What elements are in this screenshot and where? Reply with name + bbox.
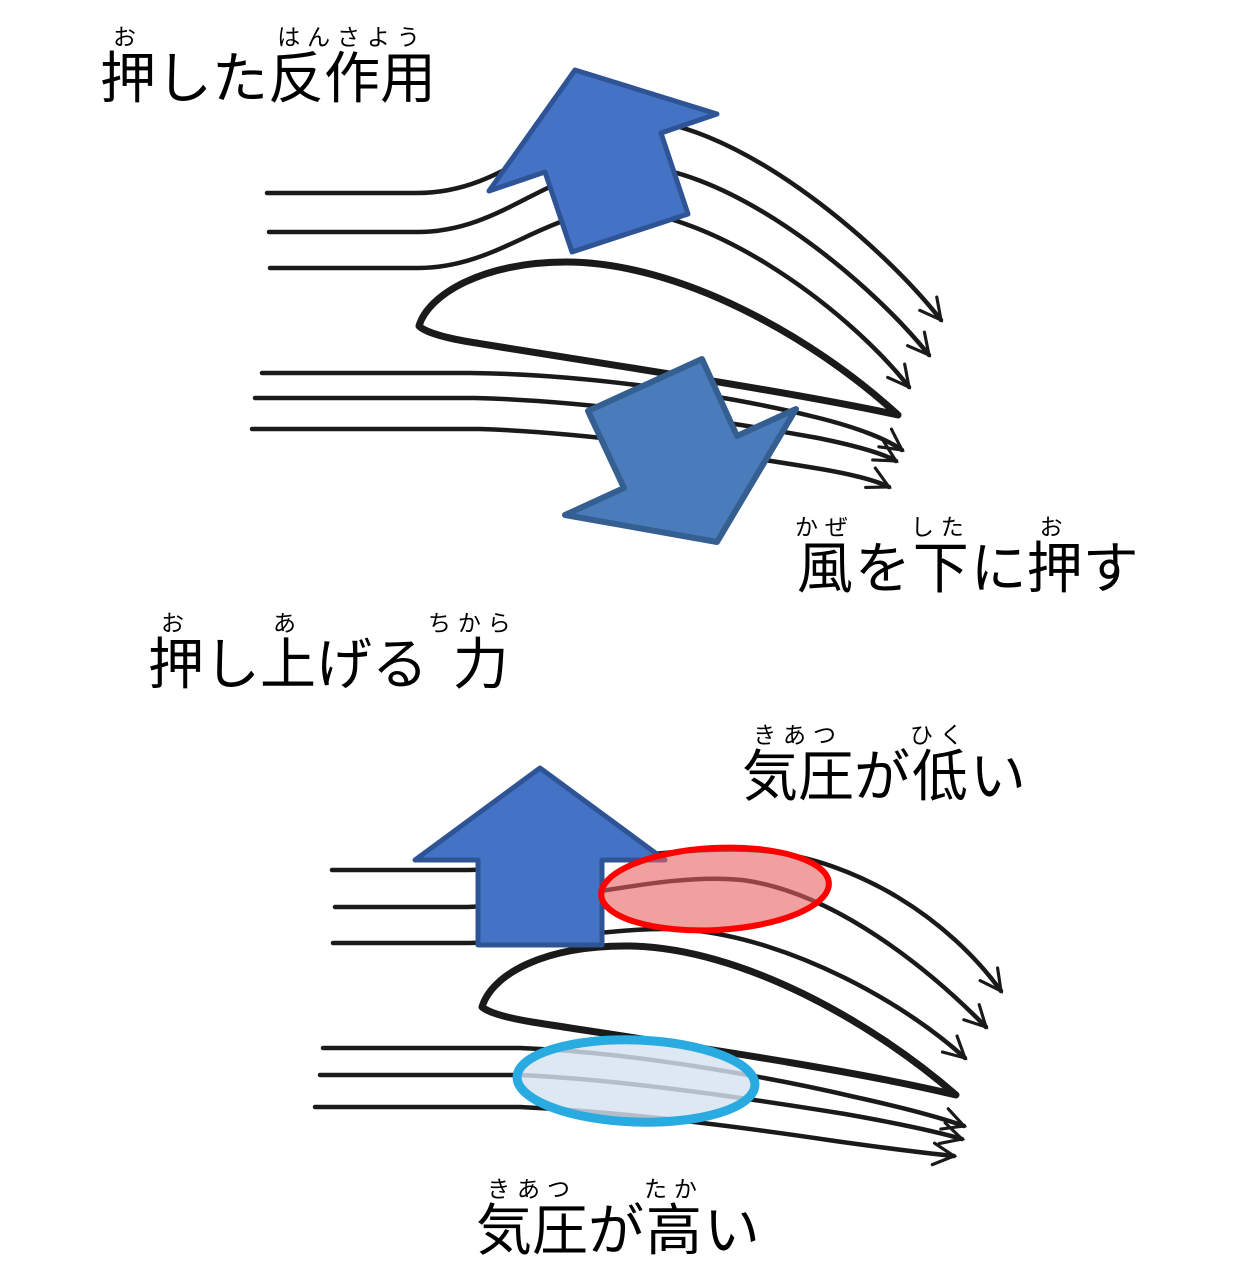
label-base: に (970, 537, 1027, 600)
label-low-pressure: 気圧きあつが低ひくい (742, 722, 1026, 805)
label-base: 押 (100, 47, 156, 110)
label-base: 上 (260, 633, 316, 696)
top-diagram (249, 67, 944, 545)
label-high-pressure: 気圧きあつが高たかい (476, 1176, 760, 1259)
streamline-below-1 (259, 370, 905, 453)
furigana: ひく (910, 722, 970, 748)
airfoil-outline (415, 258, 902, 419)
label-base: す (1082, 537, 1139, 600)
label-base: 気圧 (742, 745, 854, 808)
label-high-pressure-text: 気圧きあつが高たかい (476, 1176, 760, 1262)
label-base: を (854, 537, 911, 600)
airfoil-outline (478, 942, 960, 1099)
push-down-arrow (562, 356, 799, 545)
label-base: 下 (910, 537, 971, 600)
label-base: げる (316, 633, 428, 696)
label-lift-force-text: 押おし上あげる力ちから (148, 610, 518, 696)
label-base: が (588, 1199, 644, 1262)
label-base: い (703, 1199, 760, 1262)
label-base: い (969, 745, 1026, 808)
furigana: した (910, 514, 971, 540)
label-base: が (854, 745, 910, 808)
label-base: 低 (910, 745, 970, 808)
furigana: お (1026, 514, 1083, 540)
reaction-arrow (486, 67, 720, 255)
label-lift-force: 押おし上あげる力ちから (148, 610, 518, 693)
furigana: きあつ (476, 1176, 588, 1202)
label-reaction: 押おした反作用はんさよう (100, 24, 436, 107)
furigana: お (100, 24, 156, 50)
furigana: かぜ (795, 514, 855, 540)
label-base: 風 (795, 537, 855, 600)
label-base: 高 (644, 1199, 704, 1262)
label-wind-push-down-text: 風かぜを下したに押おす (795, 514, 1139, 600)
furigana: あ (260, 610, 316, 636)
label-base: 力 (443, 633, 518, 696)
high-pressure-ellipse (512, 1035, 760, 1127)
label-base: 反作用 (268, 47, 436, 110)
label-reaction-text: 押おした反作用はんさよう (100, 24, 436, 110)
furigana: たか (644, 1176, 704, 1202)
label-base: 気圧 (476, 1199, 588, 1262)
furigana: はんさよう (268, 24, 436, 50)
label-wind-push-down: 風かぜを下したに押おす (795, 514, 1139, 597)
furigana: きあつ (742, 722, 854, 748)
bottom-diagram (312, 765, 1004, 1167)
label-base: した (156, 47, 268, 110)
low-pressure-ellipse (598, 844, 832, 934)
label-base: 押 (1026, 537, 1083, 600)
label-base: し (204, 633, 260, 696)
furigana: お (148, 610, 204, 636)
label-low-pressure-text: 気圧きあつが低ひくい (742, 722, 1026, 808)
label-base: 押 (148, 633, 204, 696)
furigana: ちから (428, 610, 518, 636)
streamline-below-3 (249, 426, 893, 490)
